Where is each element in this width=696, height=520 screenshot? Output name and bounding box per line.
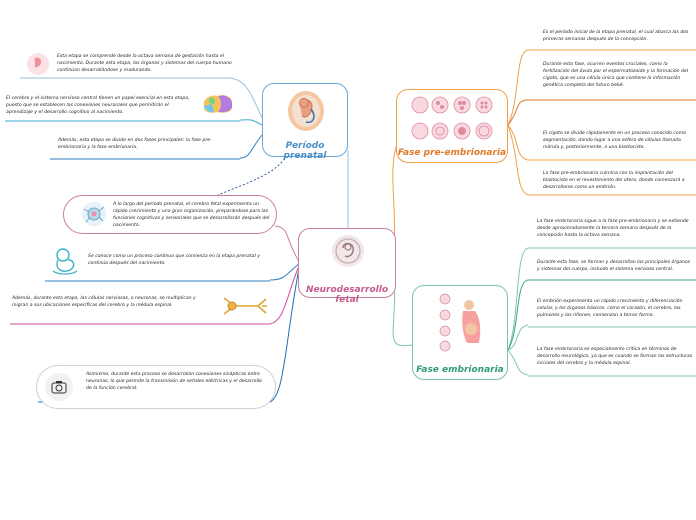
fase-embrionaria-node[interactable]: Fase embrionaria — [412, 285, 508, 380]
emb-title: Fase embrionaria — [416, 365, 504, 375]
embryo-icon — [26, 52, 50, 80]
brain-icon — [200, 92, 236, 120]
fetus-womb-icon — [285, 89, 327, 137]
emb-item-1: La fase embrionaria sigue a la fase pre-… — [537, 219, 689, 238]
emb-item-4: La fase embrionaria es especialmente crí… — [537, 347, 693, 366]
pre-title: Fase pre-embrionaria — [397, 148, 507, 158]
periodo-item-1: Esta etapa se comprende desde la octava … — [57, 54, 232, 73]
neuron-icon — [222, 294, 268, 322]
left-item-3: Además, durante esta etapa, las células … — [12, 296, 196, 308]
cell-division-icon — [410, 93, 496, 149]
periodo-item-3: Además, esta etapa se divide en dos fase… — [58, 138, 212, 150]
periodo-title: Período prenatal — [283, 141, 327, 161]
left-item-4: Asimismo, durante esta proceso se desarr… — [86, 372, 262, 391]
center-title: Neurodesarrollo fetal — [305, 285, 389, 305]
left-item-1: A lo largo del período prenatal, el cere… — [113, 202, 270, 228]
periodo-item-2: El cerebro y el sistema nervioso central… — [6, 96, 190, 115]
fase-pre-embrionaria-node[interactable]: Fase pre-embrionaria — [396, 89, 508, 163]
camera-icon — [44, 372, 74, 406]
neuron-cell-icon — [80, 201, 108, 231]
embryo-stages-icon — [433, 291, 489, 357]
emb-item-3: El embrión experimenta un rápido crecimi… — [537, 299, 683, 318]
periodo-prenatal-node[interactable]: Período prenatal — [262, 83, 348, 161]
fetus-circle-icon — [330, 233, 366, 273]
pre-item-4: La fase pre-embrionaria culmina con la i… — [543, 171, 685, 190]
pre-item-3: El cigoto se divide rápidamente en un pr… — [543, 131, 687, 150]
fetus-outline-icon — [50, 246, 80, 280]
left-item-4-box — [36, 365, 276, 409]
pre-item-1: Es el período inicial de la etapa prenat… — [543, 30, 689, 42]
center-node[interactable]: Neurodesarrollo fetal — [298, 228, 396, 305]
pre-item-2: Durante esta fase, ocurren eventos cruci… — [543, 62, 689, 88]
left-item-2: Se conoce como un proceso continuo que c… — [88, 254, 260, 266]
emb-item-2: Durante esta fase, se forman y desarroll… — [537, 260, 691, 272]
